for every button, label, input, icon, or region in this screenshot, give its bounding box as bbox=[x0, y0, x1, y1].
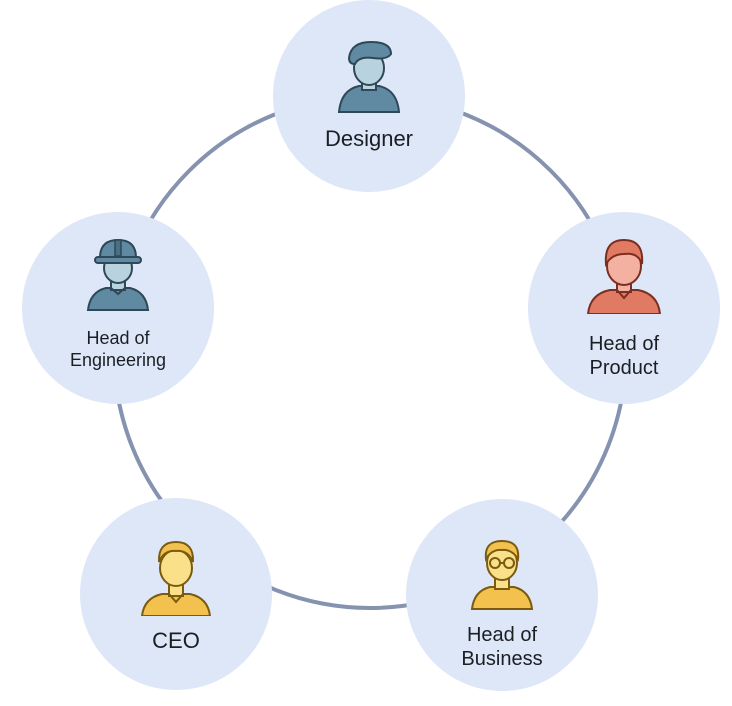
ceo-person-icon bbox=[140, 540, 212, 616]
label-line-1: Head of bbox=[86, 328, 150, 348]
label-line-1: Head of bbox=[466, 624, 538, 646]
node-head-of-business: Head of Business bbox=[406, 499, 598, 691]
head-of-engineering-label: Head of Engineering bbox=[22, 328, 214, 371]
node-head-of-product: Head of Product bbox=[528, 212, 720, 404]
engineering-hardhat-icon bbox=[86, 238, 150, 311]
product-person-icon bbox=[586, 238, 662, 314]
label-line-2: Engineering bbox=[69, 349, 167, 370]
node-designer: Designer bbox=[273, 0, 465, 192]
label-line-2: Product bbox=[589, 357, 659, 379]
label-line-2: Business bbox=[461, 648, 543, 670]
node-head-of-engineering: Head of Engineering bbox=[22, 212, 214, 404]
ceo-label: CEO bbox=[152, 628, 200, 653]
label-line-1: Head of bbox=[588, 333, 660, 355]
node-ceo: CEO bbox=[80, 498, 272, 690]
head-of-product-label: Head of Product bbox=[528, 332, 720, 380]
business-glasses-icon bbox=[470, 539, 534, 610]
designer-beret-icon bbox=[337, 40, 401, 113]
head-of-business-label: Head of Business bbox=[406, 623, 598, 671]
designer-label: Designer bbox=[324, 126, 414, 151]
